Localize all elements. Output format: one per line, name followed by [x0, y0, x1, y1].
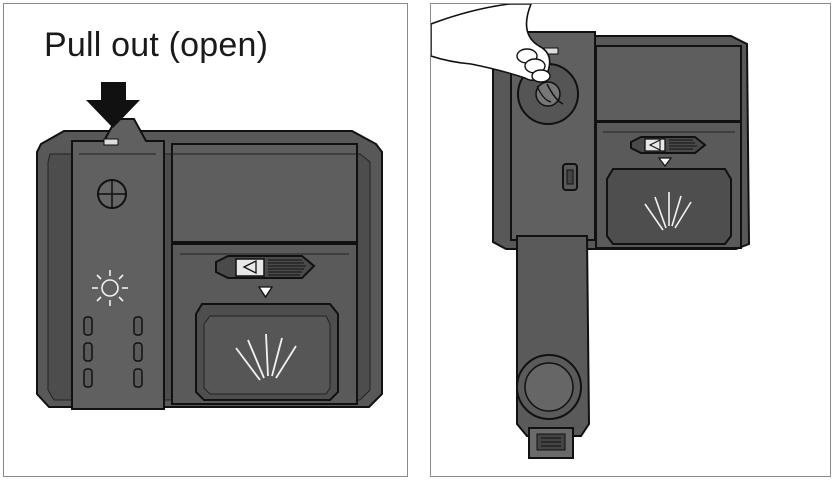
rinse-aid-strip [71, 118, 165, 410]
rinse-aid-sun-icon [92, 270, 128, 306]
down-arrow-icon [86, 82, 140, 128]
lever-icon-right [630, 136, 707, 167]
dispenser-closed-illustration [36, 82, 383, 410]
lever-triangle-icon [257, 286, 274, 299]
detergent-lid-right [606, 168, 732, 245]
dispenser-open-illustration [431, 4, 751, 459]
hand-icon [431, 4, 564, 105]
right-illustration-panel [430, 3, 831, 477]
open-flap [516, 235, 591, 459]
vent-slots [83, 316, 143, 388]
detergent-lid [195, 303, 339, 401]
lever-icon [215, 255, 316, 299]
detergent-burst-icon-right [644, 192, 692, 231]
detergent-burst-icon [235, 333, 297, 381]
caption-pull-out: Pull out (open) [44, 26, 269, 64]
left-illustration-panel: Pull out (open) [3, 3, 408, 477]
